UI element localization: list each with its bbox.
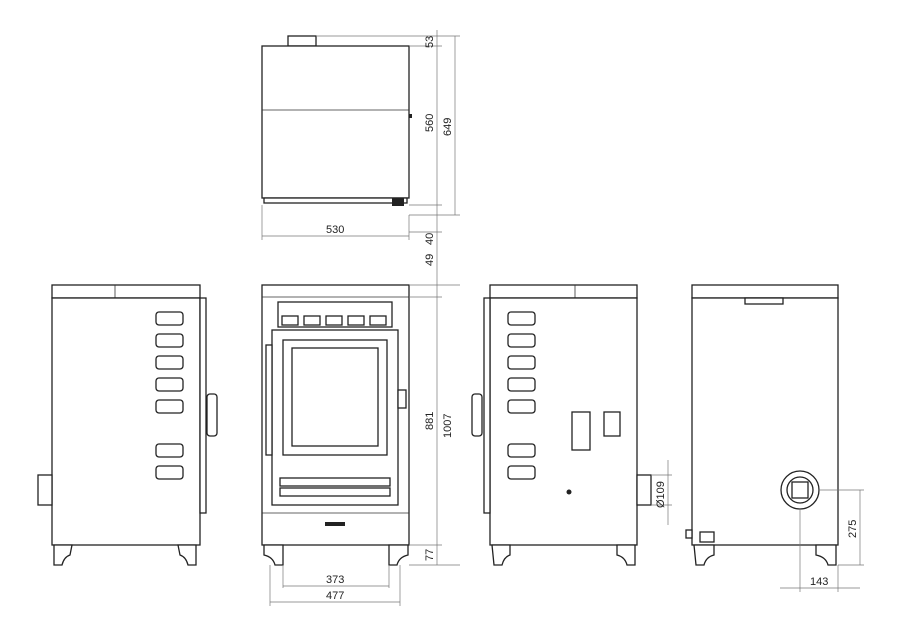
- vent-slot: [507, 465, 536, 480]
- dim-flue-diameter: Ø109: [655, 481, 667, 508]
- right-side-view: [471, 284, 652, 566]
- vent-slot: [155, 465, 184, 480]
- dim-560: 560: [424, 114, 436, 132]
- vent-slot: [155, 333, 184, 348]
- air-vent: [369, 315, 387, 326]
- dim-275: 275: [847, 520, 859, 538]
- dim-77: 77: [424, 549, 436, 561]
- air-vent: [303, 315, 321, 326]
- vent-slot: [155, 311, 184, 326]
- vent-slot: [155, 377, 184, 392]
- dim-53: 53: [424, 36, 436, 48]
- top-view: [261, 35, 412, 206]
- vent-slot: [155, 355, 184, 370]
- air-vent: [325, 315, 343, 326]
- dim-881: 881: [424, 412, 436, 430]
- air-vent: [281, 315, 299, 326]
- dim-49: 49: [424, 254, 436, 266]
- dim-1007: 1007: [442, 414, 454, 438]
- dimension-labels: 53 560 649 40 49 530 881 1007 77 373 477…: [326, 36, 859, 602]
- dim-40: 40: [424, 233, 436, 245]
- vent-slot: [155, 443, 184, 458]
- vent-slot: [507, 311, 536, 326]
- back-view: [685, 284, 839, 566]
- dim-373: 373: [326, 574, 344, 586]
- dim-143: 143: [810, 576, 828, 588]
- dimension-lines: [261, 30, 864, 606]
- dim-649: 649: [442, 118, 454, 136]
- dim-477: 477: [326, 590, 344, 602]
- left-side-view: [37, 284, 218, 566]
- vent-slot: [507, 377, 536, 392]
- vent-slot: [507, 443, 536, 458]
- vent-slot: [507, 355, 536, 370]
- vent-slot: [155, 399, 184, 414]
- air-vent: [347, 315, 365, 326]
- front-view: [261, 284, 410, 566]
- vent-slot: [507, 333, 536, 348]
- dim-530: 530: [326, 224, 344, 236]
- vent-slot: [507, 399, 536, 414]
